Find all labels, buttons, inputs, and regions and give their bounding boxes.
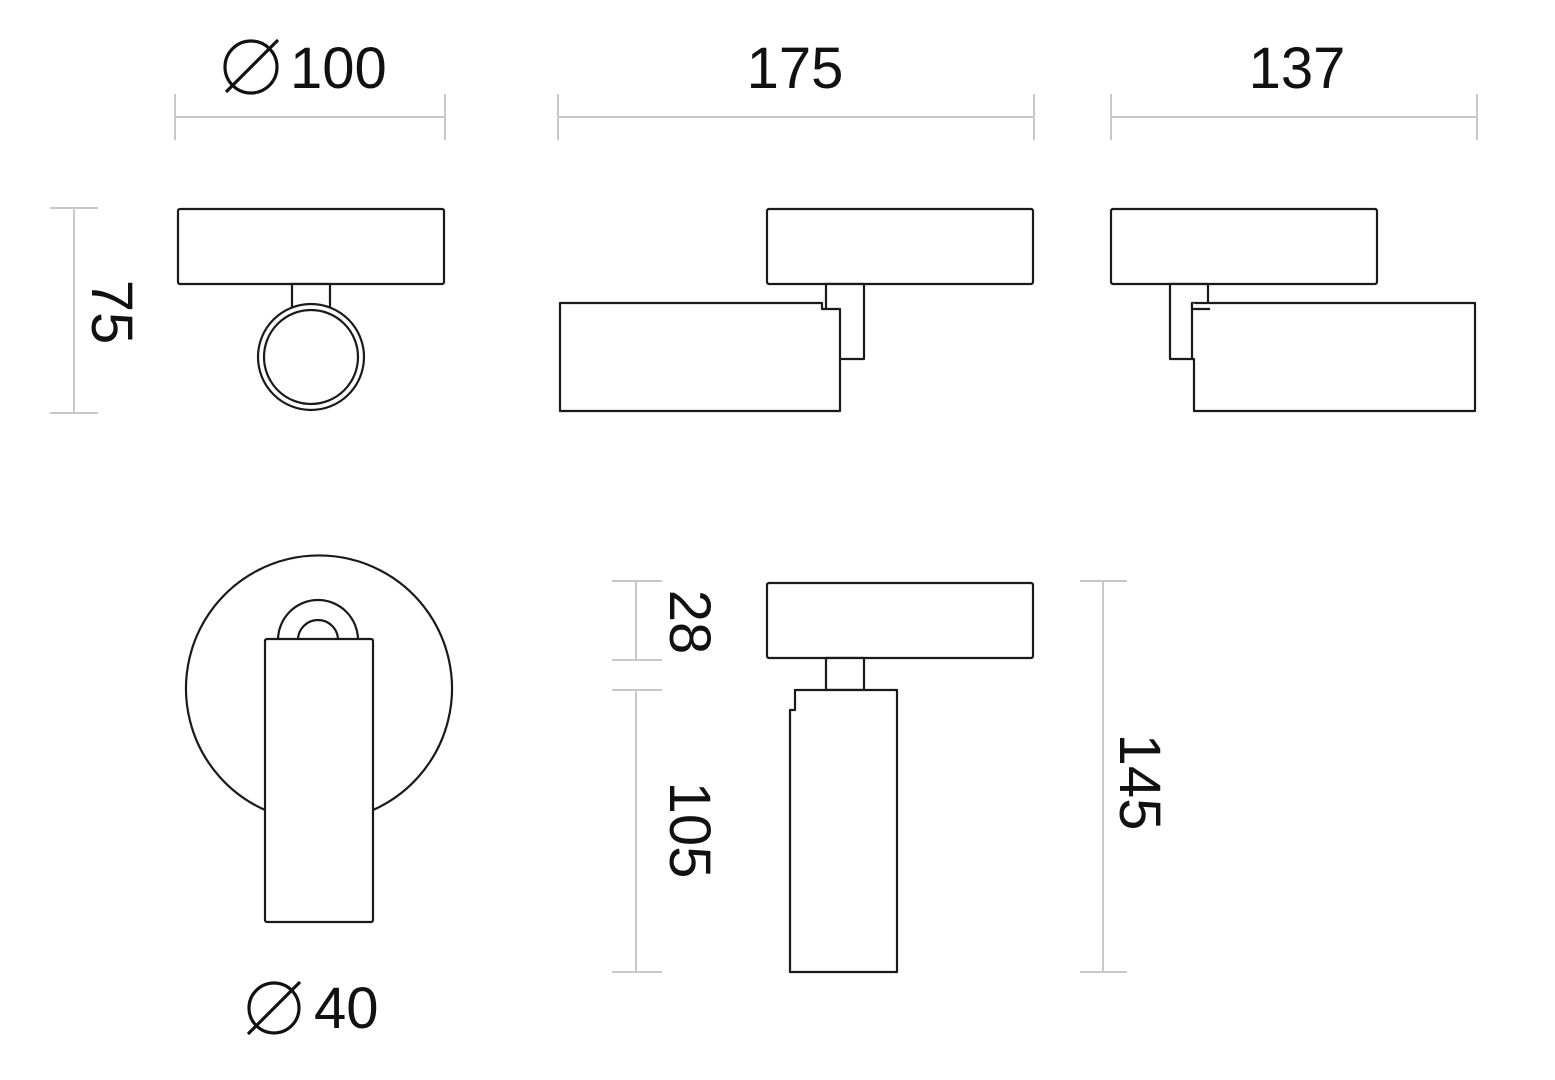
diameter-icon	[223, 38, 280, 95]
dimension-overall-height-top-row: 75	[50, 207, 144, 414]
dimension-base-height: 28	[612, 580, 722, 661]
stem	[824, 656, 866, 692]
back-view	[1109, 207, 1477, 413]
side-view-tilted	[765, 581, 1035, 974]
dimension-side-width: 175	[557, 36, 1035, 140]
lamp-head-inner	[262, 308, 360, 406]
dimension-body-length: 105	[612, 689, 722, 973]
lamp-body-notch	[1190, 303, 1210, 311]
mount-base	[765, 581, 1035, 660]
mount-base	[765, 207, 1035, 286]
side-view	[558, 207, 1035, 413]
lamp-body	[263, 637, 375, 924]
dimension-value: 175	[747, 36, 844, 101]
dimension-value: 28	[657, 590, 722, 655]
joint-inner	[296, 618, 340, 642]
lamp-body	[788, 688, 899, 974]
dimension-body-diameter: 40	[246, 976, 379, 1041]
dimension-value: 137	[1249, 36, 1346, 101]
dimension-overall-height: 145	[1080, 580, 1172, 973]
front-view-tilted	[184, 554, 454, 924]
lamp-body	[1190, 301, 1477, 413]
dimension-top-diameter: 100	[174, 36, 446, 140]
dimension-value: 100	[290, 36, 387, 101]
dimension-back-width: 137	[1110, 36, 1478, 140]
mount-base	[1109, 207, 1379, 286]
dimension-value: 40	[314, 976, 379, 1041]
dimension-value: 75	[79, 280, 144, 345]
mount-base	[176, 207, 446, 286]
diameter-icon	[246, 980, 302, 1036]
lamp-body	[558, 301, 842, 413]
dimension-value: 105	[657, 782, 722, 879]
dimension-value: 145	[1107, 734, 1172, 831]
front-view	[176, 207, 446, 412]
